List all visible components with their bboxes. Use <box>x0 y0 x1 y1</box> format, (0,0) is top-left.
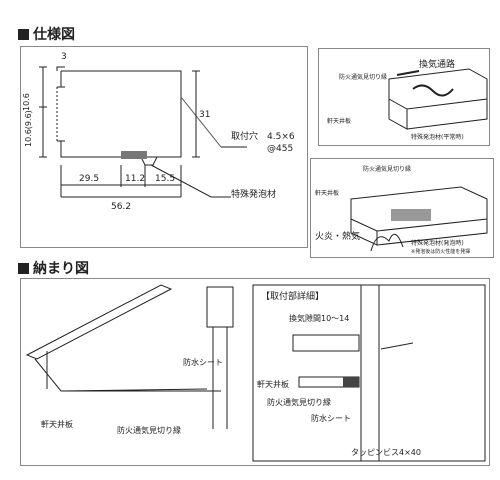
ceiling-label: 軒天井板 <box>327 117 351 125</box>
detail-fire-panel: 防火通気見切り縁 軒天井板 火炎・熱気 特殊発泡材(発泡時) ※発泡後は防火性能… <box>310 158 494 258</box>
heading-square-icon <box>18 28 29 40</box>
dim-a-label: 29.5 <box>79 174 99 184</box>
detail-fire-drawing: 防火通気見切り縁 軒天井板 火炎・熱気 特殊発泡材(発泡時) ※発泡後は防火性能… <box>315 165 488 255</box>
fire-heat-icon <box>370 233 404 252</box>
expanded-foam <box>391 209 431 221</box>
dim-height-label: 31 <box>199 110 210 120</box>
spec-drawing: 3 10.6 10.6(9.6) 31 29.5 11.2 15.5 56.2 … <box>22 52 295 212</box>
dim-b-label: 11.2 <box>125 174 145 184</box>
detail-normal-panel: 換気通路 防火通気見切り縁 軒天井板 特殊発泡材(平常時) <box>318 48 490 146</box>
dim-side-upper-label: 10.6 <box>22 93 31 111</box>
profile-outline <box>60 70 182 158</box>
exhaust-path-label: 換気通路 <box>419 58 455 70</box>
install-heading: 納まり図 <box>18 258 89 278</box>
fire-heat-label: 火炎・熱気 <box>315 230 360 242</box>
hole-size-label: 4.5×6 <box>267 132 295 142</box>
foam-label-2: 特殊発泡材(発泡時) <box>411 239 464 247</box>
install-fire-line-label: 防火通気見切り縁 <box>117 425 181 435</box>
mount-ceiling-label: 軒天井板 <box>257 379 289 389</box>
mount-waterproof-label: 防水シート <box>311 413 351 423</box>
spec-heading: 仕様図 <box>18 24 75 44</box>
fire-line-label-2: 防火通気見切り縁 <box>363 165 411 173</box>
hole-label: 取付穴 <box>231 130 258 142</box>
foam-label: 特殊発泡材(平常時) <box>411 133 464 141</box>
mount-fire-line-label: 防火通気見切り縁 <box>267 397 331 407</box>
dim-c-label: 15.5 <box>155 174 175 184</box>
foam-note: ※発泡後は防火性能を発揮 <box>411 248 470 255</box>
heading-square-icon <box>18 262 29 274</box>
spec-heading-text: 仕様図 <box>33 27 75 43</box>
mount-gap-label: 換気隙間10～14 <box>289 313 349 323</box>
install-waterproof-label: 防水シート <box>183 357 223 367</box>
exhaust-arrow-icon <box>396 70 420 76</box>
material-label: 特殊発泡材 <box>231 188 276 200</box>
install-drawing: 防水シート 軒天井板 防火通気見切り縁 【取付部詳細】 換気隙間10～14 軒天… <box>25 284 486 462</box>
mount-detail-title: 【取付部詳細】 <box>261 290 324 302</box>
install-drawing-panel: 防水シート 軒天井板 防火通気見切り縁 【取付部詳細】 換気隙間10～14 軒天… <box>20 278 490 466</box>
dim-total-label: 56.2 <box>111 202 131 212</box>
spec-drawing-panel: 3 10.6 10.6(9.6) 31 29.5 11.2 15.5 56.2 … <box>20 46 308 248</box>
dim-side-lower-label: 10.6(9.6) <box>24 110 33 147</box>
fire-line-label: 防火通気見切り縁 <box>339 73 387 81</box>
install-ceiling-label: 軒天井板 <box>41 419 73 429</box>
mount-foam-strip <box>343 377 359 387</box>
ceiling-label-2: 軒天井板 <box>315 189 339 197</box>
detail-normal-drawing: 換気通路 防火通気見切り縁 軒天井板 特殊発泡材(平常時) <box>327 58 488 141</box>
install-heading-text: 納まり図 <box>33 261 89 277</box>
hole-pitch-label: @455 <box>267 144 293 154</box>
mount-screw-label: タッピンビス4×40 <box>351 448 421 457</box>
dim-top-label: 3 <box>61 52 67 62</box>
foam-strip <box>121 151 147 159</box>
